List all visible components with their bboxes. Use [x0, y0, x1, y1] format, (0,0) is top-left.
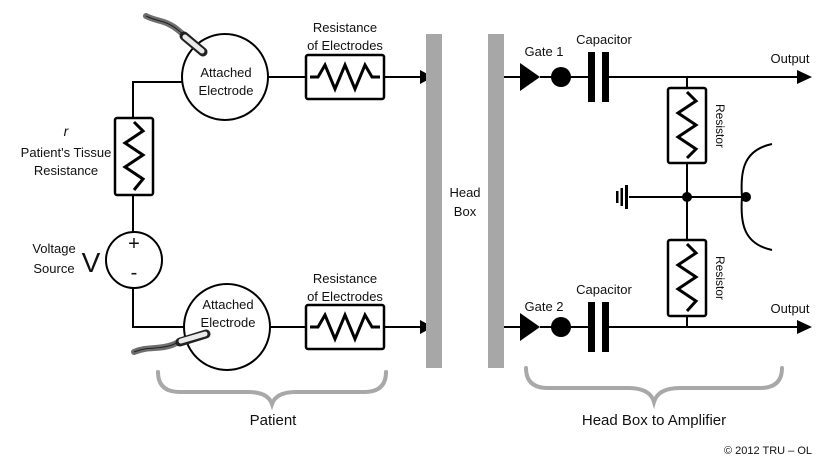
tissue-label-line2: Resistance — [34, 163, 98, 178]
amplifier-input-arc — [740, 143, 773, 251]
capacitor-top — [588, 52, 609, 102]
head-box-label-line1: Head — [449, 185, 480, 200]
plus-sign: + — [128, 233, 140, 255]
top-electrode-lead-icon — [143, 13, 208, 57]
resistor-top — [666, 86, 708, 165]
voltage-source: + - — [105, 231, 163, 289]
head-box-left-panel — [426, 34, 442, 368]
output-top-label: Output — [770, 51, 809, 66]
minus-sign: - — [131, 262, 138, 284]
patient-circuit-wires — [132, 76, 420, 328]
ground-icon — [616, 185, 628, 209]
top-electrode-label-line2: Electrode — [199, 83, 254, 98]
junction-dot-center — [682, 192, 692, 202]
resistor-bottom — [666, 238, 708, 318]
amplifier-wires — [504, 76, 797, 328]
bottom-electrode-lead-icon — [131, 329, 211, 355]
r-label: r — [64, 123, 70, 139]
bottom-electrode-resistor — [304, 303, 386, 351]
headbox-amplifier-label: Head Box to Amplifier — [582, 412, 726, 429]
tissue-label-line1: Patient's Tissue — [21, 145, 112, 160]
voltage-label-line1: Voltage — [32, 241, 75, 256]
bottom-electrode: Attached Electrode — [183, 283, 271, 371]
bottom-electrode-label-line2: Electrode — [201, 315, 256, 330]
capacitor-bottom-label: Capacitor — [576, 282, 632, 297]
voltage-symbol: V — [82, 247, 101, 278]
bottom-resistance-label-line2: of Electrodes — [307, 289, 383, 304]
bottom-resistance-label-line1: Resistance — [313, 271, 377, 286]
copyright-notice: © 2012 TRU – OL — [724, 445, 812, 457]
head-box-right-panel — [488, 34, 504, 368]
gate1-label: Gate 1 — [524, 44, 563, 59]
capacitor-top-label: Capacitor — [576, 32, 632, 47]
output-arrow-top — [797, 70, 812, 84]
capacitor-bottom — [588, 302, 609, 352]
patient-brace — [156, 370, 388, 411]
resistor-top-label: Resistor — [713, 104, 727, 148]
gate2-label: Gate 2 — [524, 299, 563, 314]
voltage-label-line2: Source — [33, 261, 74, 276]
output-bottom-label: Output — [770, 301, 809, 316]
output-arrow-bottom — [797, 320, 812, 334]
resistor-bottom-label: Resistor — [713, 256, 727, 300]
tissue-resistor — [113, 116, 155, 197]
head-box-label-line2: Box — [454, 204, 477, 219]
headbox-amplifier-brace — [524, 366, 784, 410]
bottom-electrode-label-line1: Attached — [202, 297, 253, 312]
top-resistance-label-line1: Resistance — [313, 20, 377, 35]
top-electrode-resistor — [304, 53, 386, 101]
top-electrode-label-line1: Attached — [200, 65, 251, 80]
junction-dot-right — [741, 192, 751, 202]
top-resistance-label-line2: of Electrodes — [307, 38, 383, 53]
gate2-symbol — [520, 313, 571, 341]
patient-label: Patient — [250, 412, 298, 429]
gate1-symbol — [520, 63, 571, 91]
